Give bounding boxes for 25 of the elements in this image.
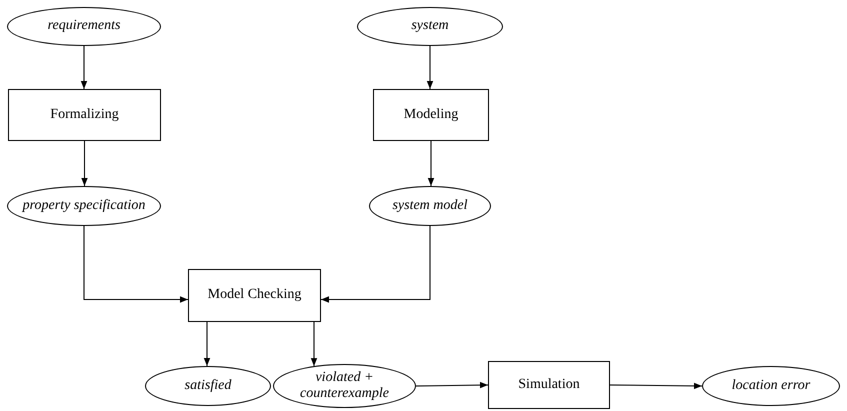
node-label: satisfied (184, 378, 232, 394)
arrow (416, 382, 488, 388)
arrow (310, 322, 318, 367)
node-label: property specification (22, 198, 146, 214)
node-label: system model (392, 198, 468, 214)
process-box (8, 89, 161, 141)
node-label: Simulation (518, 376, 580, 394)
arrow (426, 46, 434, 90)
node-label: Modeling (404, 106, 458, 124)
arrow (320, 226, 430, 303)
node-label: requirements (48, 18, 120, 35)
process-box (373, 89, 489, 141)
node-label: Formalizing (50, 106, 119, 124)
process-box (488, 361, 610, 409)
node-label: Model Checking (208, 287, 302, 304)
arrow (81, 140, 88, 186)
node-label: violated + counterexample (299, 370, 390, 402)
node-label: location error (732, 378, 810, 394)
node-label: system (411, 18, 449, 35)
arrow (204, 322, 210, 366)
arrow (428, 140, 434, 186)
process-box (188, 269, 321, 322)
arrow (80, 46, 88, 90)
arrow (610, 382, 702, 390)
arrow (84, 226, 188, 303)
